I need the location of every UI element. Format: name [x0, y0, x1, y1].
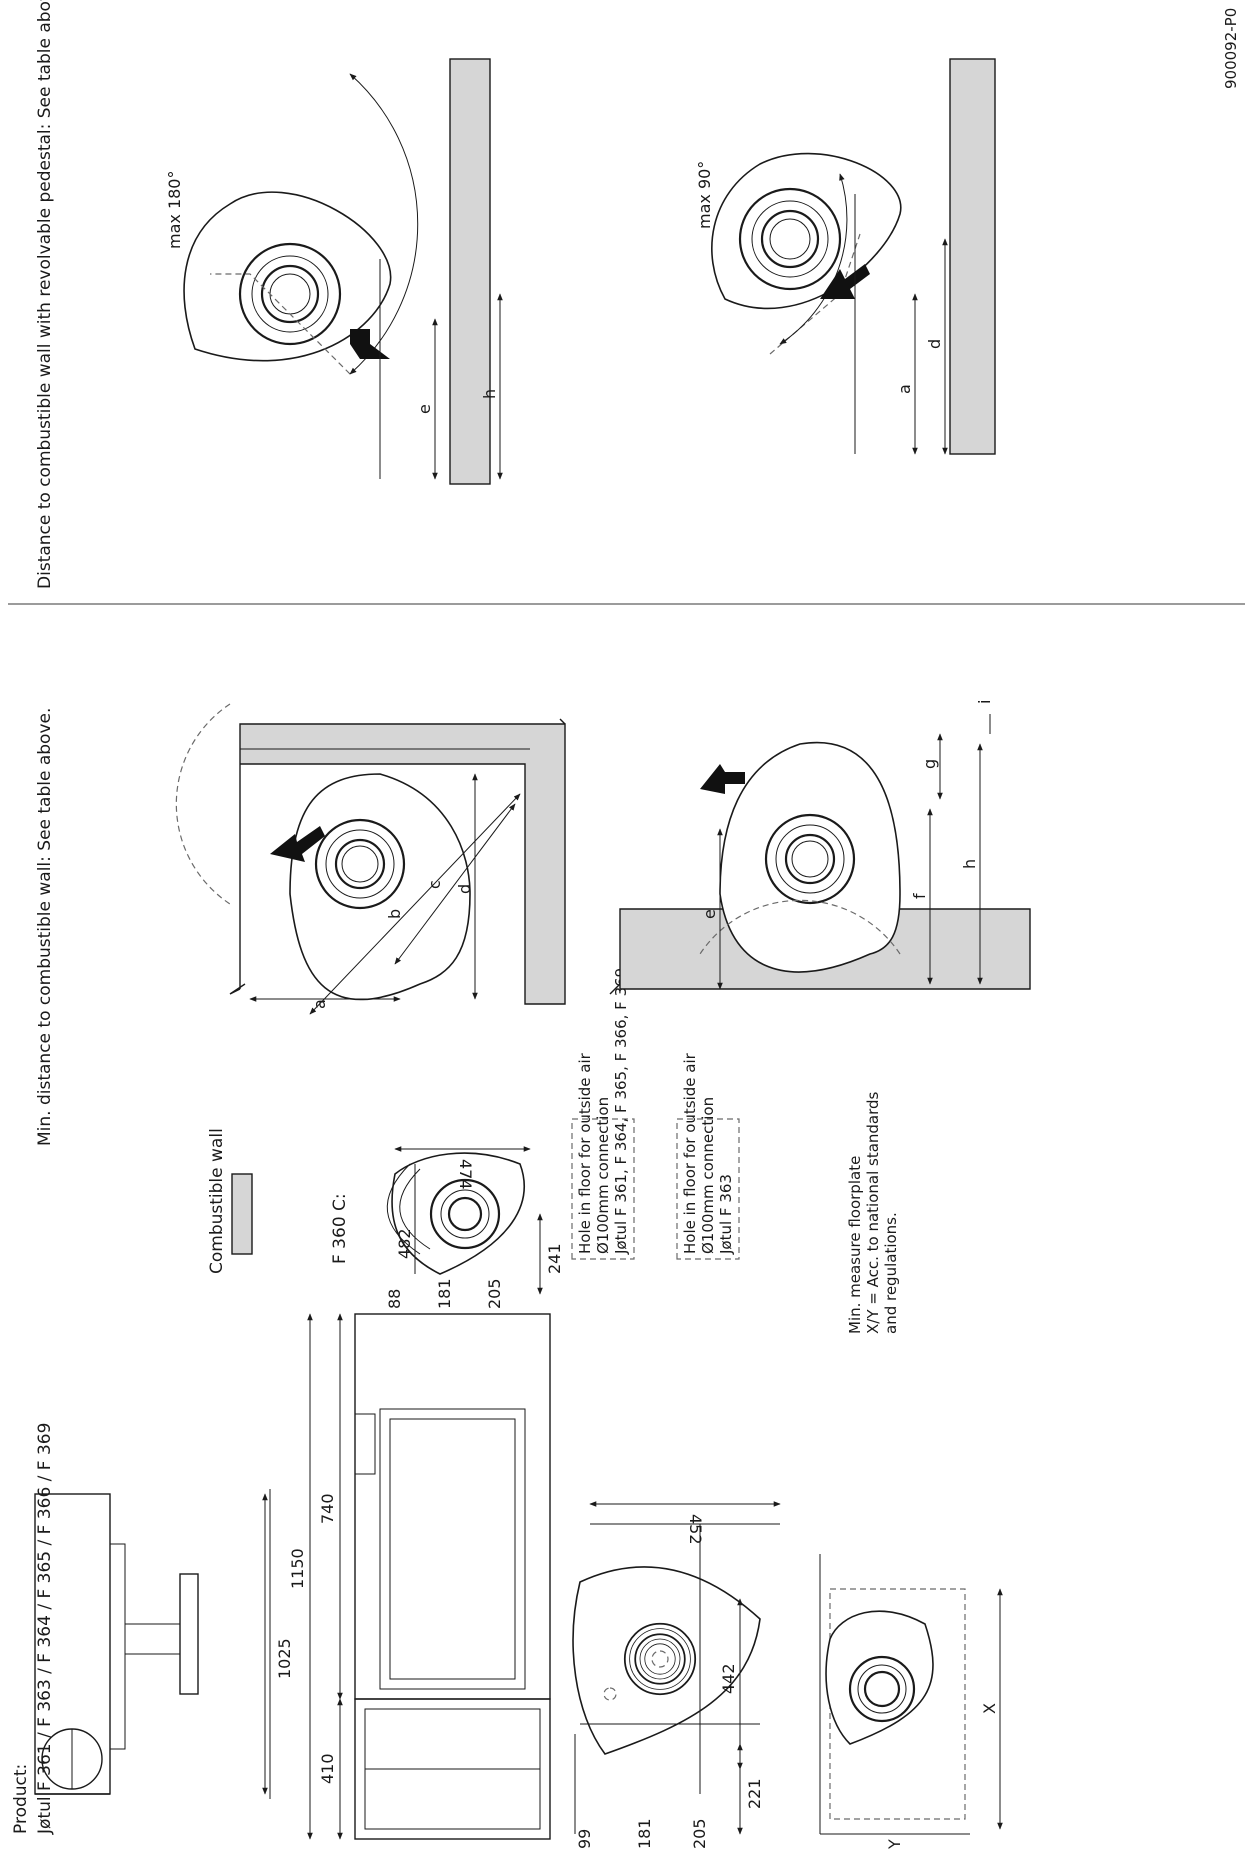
max-180-label: max 180°: [165, 171, 184, 249]
front-base-width-dim: 410: [318, 1753, 337, 1784]
floor-dim-181: 181: [635, 1818, 654, 1849]
f360c-label: F 360 C:: [330, 1193, 350, 1264]
outside-air-note-1: Hole in floor for outside air Ø100mm con…: [571, 968, 635, 1260]
f360c-dim-205: 205: [485, 1278, 504, 1309]
parallel-dim-f: f: [910, 893, 929, 899]
product-heading: Product:: [11, 1764, 31, 1834]
front-view: 410 740 1150: [288, 1313, 551, 1840]
parallel-dim-i: i: [975, 700, 994, 704]
svg-text:Ø100mm connection: Ø100mm connection: [594, 1097, 612, 1254]
revolvable-dim-e: e: [415, 404, 434, 414]
front-total-width-dim: 1150: [288, 1548, 307, 1589]
f360c-dim-241: 241: [545, 1243, 564, 1274]
revolvable-dim-h: h: [480, 389, 499, 399]
combustible-wall-swatch: [231, 1173, 253, 1255]
floor-dim-221: 221: [745, 1778, 764, 1809]
f360c-dim-88: 88: [385, 1289, 404, 1309]
combustible-wall-label: Combustible wall: [207, 1128, 227, 1274]
svg-text:Hole in floor for outside air: Hole in floor for outside air: [681, 1052, 699, 1254]
floorplate-note: Min. measure floorplate X/Y = Acc. to na…: [846, 1091, 900, 1334]
min-distance-title: Min. distance to combustible wall: See t…: [35, 708, 55, 1146]
f360c-dim-181: 181: [435, 1278, 454, 1309]
revolvable-dim-a: a: [895, 384, 914, 394]
revolvable-90-diagram: max 90° a d: [695, 58, 996, 455]
svg-text:Hole in floor for outside air: Hole in floor for outside air: [576, 1052, 594, 1254]
parallel-installation-diagram: e f g h i: [609, 700, 1031, 995]
corner-dim-d: d: [455, 884, 474, 894]
max-90-label: max 90°: [695, 161, 714, 229]
side-height-dim: 1025: [275, 1638, 294, 1679]
parallel-dim-h: h: [960, 859, 979, 869]
floor-dim-452: 452: [686, 1514, 705, 1545]
combustible-wall-legend: Combustible wall: [207, 1128, 253, 1274]
floorplate-y-label: Y: [885, 1839, 904, 1850]
revolvable-title: Distance to combustible wall with revolv…: [35, 0, 55, 589]
revolvable-180-diagram: max 180° e h: [165, 58, 503, 485]
svg-text:Jøtul F 361, F 364, F 365, F 3: Jøtul F 361, F 364, F 365, F 366, F 369: [612, 968, 630, 1255]
document-code: 900092-P0: [1222, 8, 1240, 89]
svg-text:Ø100mm connection: Ø100mm connection: [699, 1097, 717, 1254]
svg-text:X/Y = Acc. to national standar: X/Y = Acc. to national standards: [864, 1091, 882, 1334]
floorplate-view: X Y: [819, 1554, 1003, 1850]
corner-installation-diagram: a b c d: [175, 703, 566, 1015]
floor-dim-205: 205: [690, 1818, 709, 1849]
floor-dim-99: 99: [575, 1829, 594, 1849]
floorplate-x-label: X: [980, 1703, 999, 1714]
parallel-dim-e: e: [700, 909, 719, 919]
f360c-legend: F 360 C: 474 482 241 88 181 205: [330, 1146, 564, 1309]
revolvable-dim-d: d: [925, 339, 944, 349]
svg-text:and regulations.: and regulations.: [882, 1212, 900, 1334]
f360c-dim-482: 482: [395, 1228, 414, 1259]
corner-dim-c: c: [425, 880, 444, 889]
parallel-dim-g: g: [920, 759, 939, 769]
floor-dim-442: 442: [719, 1663, 738, 1694]
outside-air-note-2: Hole in floor for outside air Ø100mm con…: [676, 1052, 740, 1260]
svg-text:Jøtul F 363: Jøtul F 363: [717, 1174, 735, 1255]
front-stove-width-dim: 740: [318, 1493, 337, 1524]
floor-view-stove-outline: [572, 1566, 761, 1755]
floor-view: 442 452 221 99 181 205: [572, 1501, 781, 1849]
corner-dim-b: b: [385, 909, 404, 919]
product-models: Jøtul F 361 / F 363 / F 364 / F 365 / F …: [35, 1423, 55, 1835]
f360c-dim-474: 474: [456, 1159, 475, 1190]
side-view: 1025: [34, 1489, 294, 1799]
svg-text:Min. measure floorplate: Min. measure floorplate: [846, 1156, 864, 1334]
